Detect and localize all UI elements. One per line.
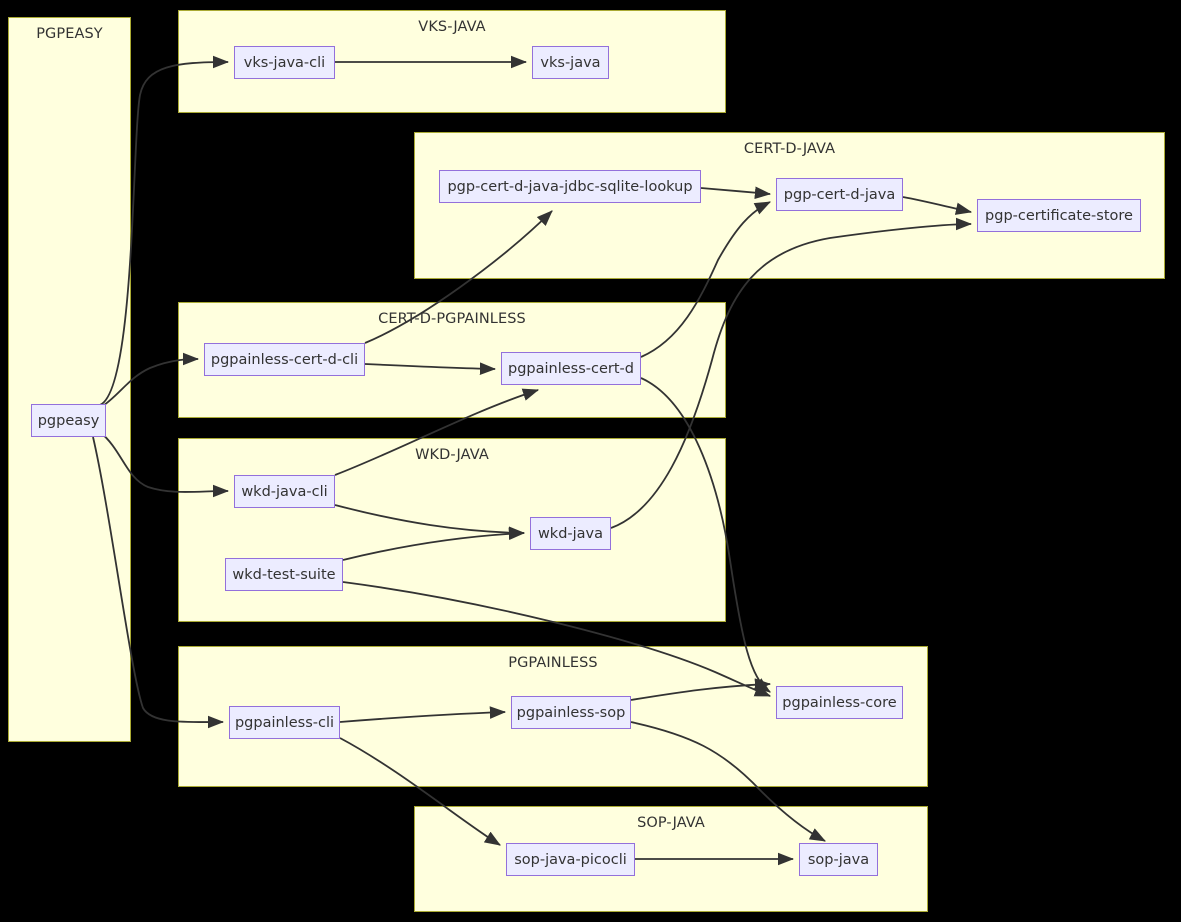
- node-label-wkd-java-cli: wkd-java-cli: [241, 483, 328, 500]
- node-pgpainless-cert-d[interactable]: pgpainless-cert-d: [501, 352, 641, 385]
- node-pgp-cert-d-java-jdbc-sqlite-lookup[interactable]: pgp-cert-d-java-jdbc-sqlite-lookup: [439, 170, 701, 203]
- node-label-pgpainless-sop: pgpainless-sop: [516, 704, 626, 721]
- node-sop-java[interactable]: sop-java: [799, 843, 878, 876]
- node-pgpainless-cli[interactable]: pgpainless-cli: [229, 706, 340, 739]
- cluster-label-pgpainless: PGPAINLESS: [508, 655, 598, 671]
- node-vks-java-cli[interactable]: vks-java-cli: [234, 46, 335, 79]
- node-label-pgp-cert-d-java-jdbc-sqlite-lookup: pgp-cert-d-java-jdbc-sqlite-lookup: [447, 178, 693, 195]
- cluster-label-cert-d-java: CERT-D-JAVA: [743, 141, 836, 157]
- node-label-sop-java: sop-java: [807, 851, 870, 868]
- cluster-label-cert-d-pgpainless: CERT-D-PGPAINLESS: [378, 311, 526, 327]
- node-pgp-cert-d-java[interactable]: pgp-cert-d-java: [776, 178, 903, 211]
- node-wkd-test-suite[interactable]: wkd-test-suite: [225, 558, 343, 591]
- cluster-label-wkd-java: WKD-JAVA: [415, 447, 489, 463]
- node-label-sop-java-picocli: sop-java-picocli: [514, 851, 627, 868]
- node-wkd-java-cli[interactable]: wkd-java-cli: [234, 475, 335, 508]
- node-label-vks-java: vks-java: [540, 54, 601, 71]
- node-label-pgpainless-cert-d-cli: pgpainless-cert-d-cli: [210, 351, 359, 368]
- node-label-pgpainless-cli: pgpainless-cli: [234, 714, 335, 731]
- node-wkd-java[interactable]: wkd-java: [530, 517, 611, 550]
- node-label-pgp-cert-d-java: pgp-cert-d-java: [783, 186, 896, 203]
- node-pgp-certificate-store[interactable]: pgp-certificate-store: [977, 199, 1141, 232]
- node-label-vks-java-cli: vks-java-cli: [243, 54, 326, 71]
- node-pgpeasy[interactable]: pgpeasy: [31, 404, 106, 437]
- cluster-label-vks-java: VKS-JAVA: [418, 19, 486, 35]
- node-label-wkd-java: wkd-java: [537, 525, 604, 542]
- node-vks-java[interactable]: vks-java: [532, 46, 609, 79]
- node-label-pgpeasy: pgpeasy: [37, 412, 100, 429]
- cluster-wkd-java: WKD-JAVA: [178, 438, 726, 622]
- cluster-label-pgpeasy: PGPEASY: [36, 26, 103, 42]
- cluster-label-sop-java: SOP-JAVA: [637, 815, 705, 831]
- node-label-wkd-test-suite: wkd-test-suite: [232, 566, 336, 583]
- node-pgpainless-sop[interactable]: pgpainless-sop: [511, 696, 631, 729]
- node-label-pgpainless-core: pgpainless-core: [782, 694, 897, 711]
- node-label-pgpainless-cert-d: pgpainless-cert-d: [508, 360, 634, 377]
- node-label-pgp-certificate-store: pgp-certificate-store: [985, 207, 1133, 224]
- node-pgpainless-cert-d-cli[interactable]: pgpainless-cert-d-cli: [204, 343, 365, 376]
- node-sop-java-picocli[interactable]: sop-java-picocli: [506, 843, 635, 876]
- node-pgpainless-core[interactable]: pgpainless-core: [776, 686, 903, 719]
- cluster-pgpeasy: PGPEASY: [8, 17, 131, 742]
